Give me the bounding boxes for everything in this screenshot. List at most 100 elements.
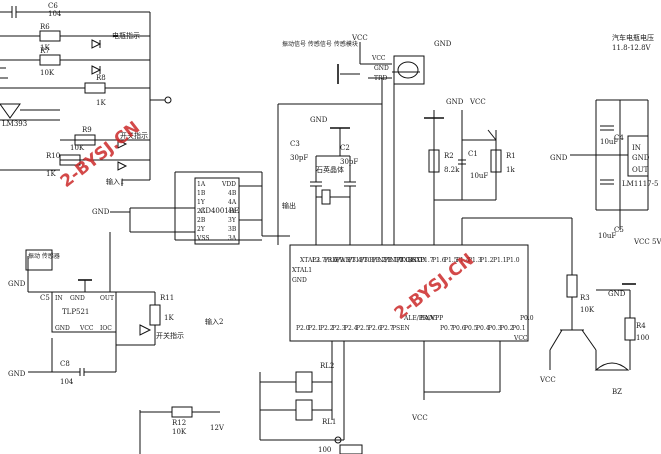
mcu-vcc: VCC (513, 335, 528, 342)
tlp-pin-in: IN (55, 295, 63, 302)
mcu-p2-6: P2.6 (368, 325, 382, 332)
transistor-buzzer (461, 217, 636, 371)
c1-reset-value: 10uF (470, 172, 488, 180)
12v-label: 12V (210, 424, 225, 432)
lm393-label: LM393 (2, 120, 27, 128)
buzzer-label: BZ (612, 388, 622, 396)
cd4001-pin-13: 4B (228, 190, 237, 197)
mcu-txd: P3.1/TXD (384, 257, 413, 264)
mcu-p2-5: P2.5 (356, 325, 370, 332)
crystal-section (310, 127, 356, 245)
r1-value: 1k (506, 166, 515, 174)
switch-indicator-label: 开关指示 (120, 131, 148, 140)
gnd-label-cd: GND (92, 208, 110, 216)
vcc-label-reset: VCC (469, 98, 486, 106)
r10-label: R10 (46, 152, 60, 160)
cd4001-pin-8: 3A (228, 235, 237, 242)
cd4001-pin-2: 1B (197, 190, 206, 197)
regulator-pin-in: IN (632, 144, 641, 152)
c4-value: 10uF (600, 138, 618, 146)
cd4001-name: CD4001BE (200, 207, 239, 215)
mcu-xtal2: XTAL2 (300, 257, 320, 264)
r6-value: 1K (40, 44, 50, 52)
c8-value: 104 (60, 378, 74, 386)
gnd-label-module: GND (434, 40, 452, 48)
mcu-rd: P3.7/RD (312, 257, 337, 264)
mcu-ea: EA/VPP (420, 315, 443, 322)
mcu-p1-2: P1.2 (480, 257, 494, 264)
r1-label: R1 (506, 152, 516, 160)
car-range-label: 11.8-12.8V (612, 44, 652, 52)
mcu-top-wiring (277, 42, 425, 245)
left-wiring (0, 6, 172, 186)
r12-resistor (139, 406, 220, 454)
gnd-label-c8: GND (8, 370, 26, 378)
cd4001-pin-4: 2A (197, 208, 206, 215)
r12-label: R12 (172, 419, 186, 427)
sensor-block-label: 振动 传感器 (28, 252, 60, 260)
mcu-psen: PSEN (392, 325, 410, 332)
r2-label: R2 (444, 152, 454, 160)
regulator-section (570, 99, 649, 230)
r11-value: 1K (164, 314, 174, 322)
mcu-wr: P3.6/WR (324, 257, 351, 264)
tlp521-chip (25, 232, 161, 376)
tlp-pin-vcc: VCC (79, 325, 94, 332)
r3-label: R3 (580, 294, 590, 302)
c8-label: C8 (60, 360, 70, 368)
r8-value: 1K (96, 99, 106, 107)
c3-value: 30pF (290, 154, 308, 162)
mcu-chip (289, 244, 529, 342)
tlp-pin-ioc: IOC (100, 325, 112, 332)
r4-label: R4 (636, 322, 646, 330)
regulator-name: LM1117-5 (622, 180, 658, 188)
mcu-p1-6: P1.6 (432, 257, 446, 264)
mcu-rst: RST (408, 257, 421, 264)
mcu-int0: P3.2/INT0 (372, 257, 403, 264)
mcu-p2-1: P2.1 (308, 325, 322, 332)
mcu-p2-7: P2.7 (380, 325, 394, 332)
vcc-label-module: VCC (351, 34, 368, 42)
regulator-output-label: VCC 5V (633, 238, 661, 246)
regulator-pin-out: OUT (632, 166, 649, 174)
r12-value: 10K (172, 428, 187, 436)
cd4001-pin-10: 3Y (228, 217, 237, 224)
switch-indicator-2: 开关指示 (156, 331, 184, 340)
r2-value: 8.2k (444, 166, 460, 174)
rl1-label: RL1 (322, 418, 336, 426)
r7-label: R7 (40, 47, 50, 55)
r9-label: R9 (82, 126, 92, 134)
crystal-label: 石英晶体 (316, 165, 344, 174)
c6-label: C6 (48, 2, 58, 10)
module-pin-gnd: GND (374, 65, 389, 72)
mcu-xtal1: XTAL1 (292, 267, 312, 274)
tlp-name: TLP521 (62, 308, 89, 316)
mcu-p1-7: P1.7 (420, 257, 434, 264)
mcu-p2-4: P2.4 (344, 325, 358, 332)
rl2-label: RL2 (320, 362, 334, 370)
gnd-label-xtal: GND (310, 116, 328, 124)
cd4001-pin-1: 1A (197, 181, 206, 188)
cd4001-pin-14: VDD (221, 181, 236, 188)
c4-label: C4 (614, 134, 624, 142)
input1-label: 输入1 (106, 177, 124, 186)
r11-label: R11 (160, 294, 174, 302)
c5-right-label: C5 (614, 226, 624, 234)
r4-value: 100 (636, 334, 649, 342)
output-label: 输出 (282, 201, 296, 210)
r9-value: 10K (70, 144, 85, 152)
mcu-p2-2: P2.2 (320, 325, 334, 332)
cd4001-pin-11: 4Y (228, 208, 237, 215)
cd4001-pin-12: 4A (228, 199, 237, 206)
mcu-p0-4: P0.4 (476, 325, 490, 332)
c3-label: C3 (290, 140, 300, 148)
mcu-t1: P3.5/T1 (336, 257, 359, 264)
cd4001-chip (110, 171, 290, 245)
mcu-p2-0: P2.0 (296, 325, 310, 332)
mcu-int1: P3.3/INT1 (360, 257, 391, 264)
module-label: 振动信号 传感信号 传感模块 (282, 40, 358, 48)
gnd-label-bz: GND (608, 290, 626, 298)
tlp-pin-gnd2: GND (55, 325, 70, 332)
